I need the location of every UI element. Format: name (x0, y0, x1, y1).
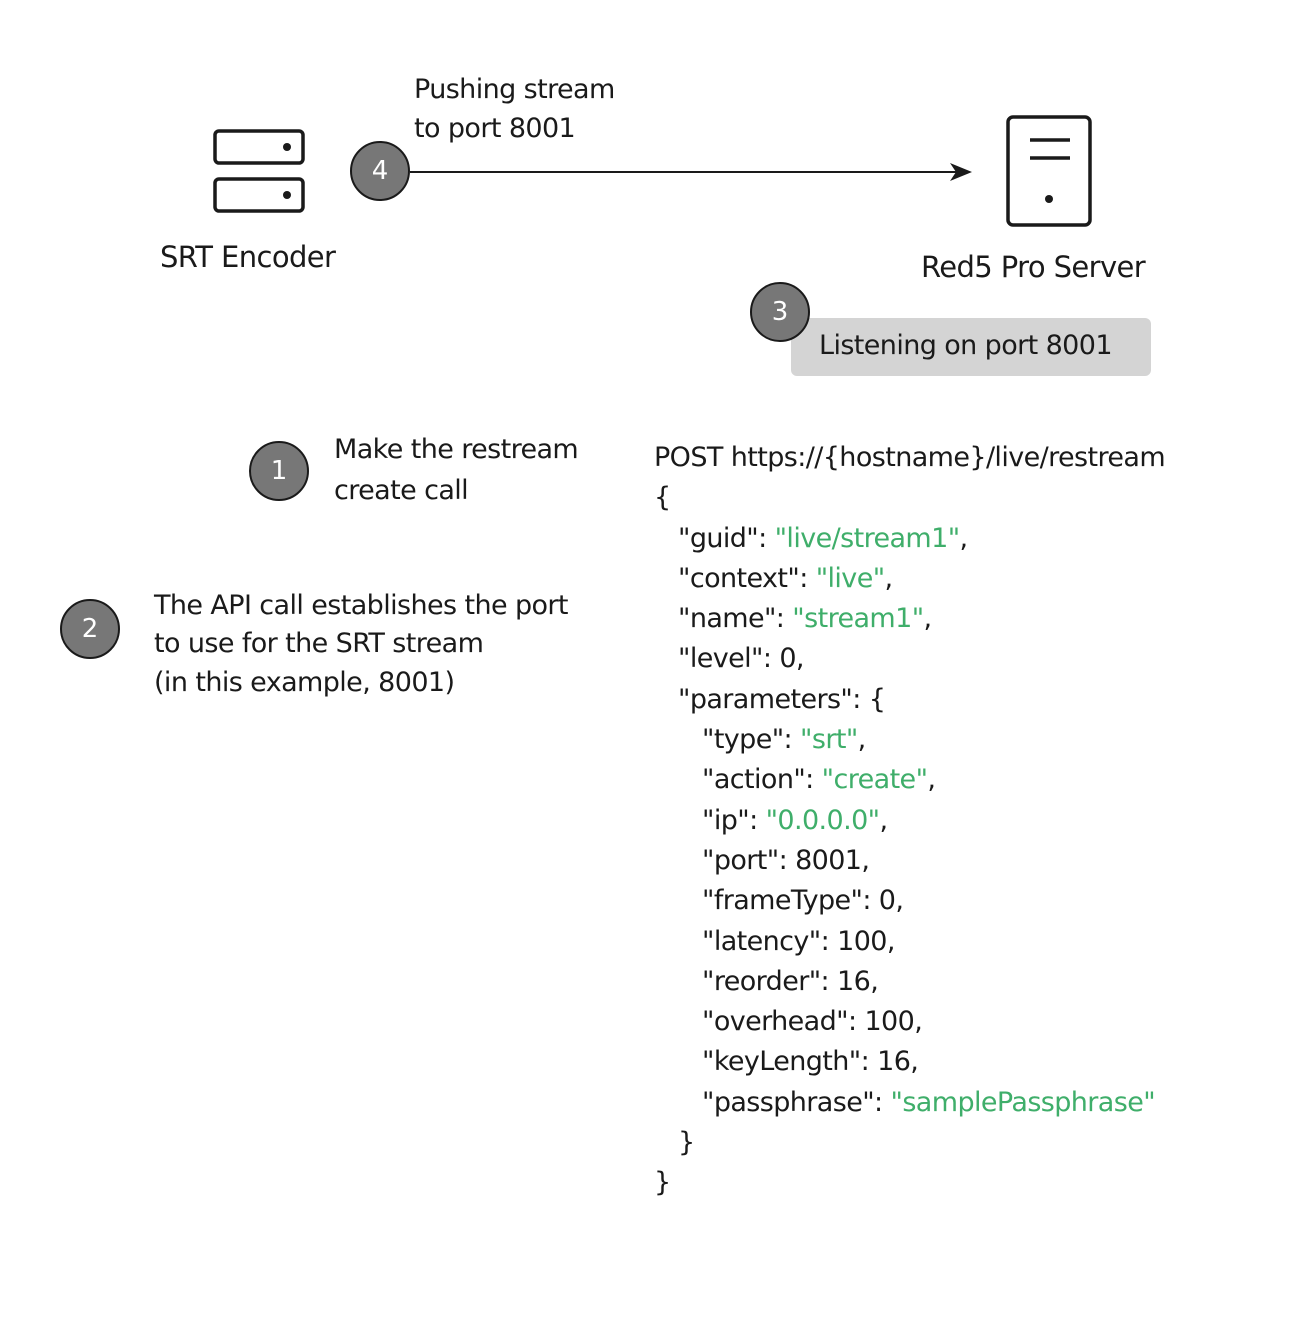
request-field-suffix: , (959, 522, 969, 554)
request-field-value: 8001 (795, 844, 862, 876)
request-field-line: "guid": "live/stream1", (654, 519, 1165, 559)
step-3-badge: 3 (750, 282, 810, 342)
request-field-suffix: , (927, 764, 936, 796)
request-field-line: "level": 0, (654, 639, 1165, 679)
request-field-key: "port": (702, 844, 796, 876)
request-field-key: "context": (678, 562, 816, 594)
request-field-value: "srt" (800, 724, 858, 756)
request-field-line: "ip": "0.0.0.0", (654, 801, 1165, 841)
request-field-suffix: , (914, 1006, 923, 1038)
request-field-key: "level": (678, 643, 780, 675)
request-field-line: "context": "live", (654, 559, 1165, 599)
request-field-line: "action": "create", (654, 760, 1165, 800)
request-field-line: "overhead": 100, (654, 1002, 1165, 1042)
push-arrow (410, 163, 972, 181)
request-field-value: 0 (779, 643, 796, 675)
request-field-key: "reorder": (702, 965, 838, 997)
server-label: Red5 Pro Server (921, 250, 1146, 284)
step-4-badge: 4 (350, 141, 410, 201)
request-field-line: "passphrase": "samplePassphrase" (654, 1083, 1165, 1123)
request-field-value: 100 (864, 1006, 915, 1038)
arrow-label-line-2: to port 8001 (414, 113, 576, 144)
arrow-label-line-1: Pushing stream (414, 74, 615, 105)
request-field-suffix: , (884, 562, 894, 594)
request-field-key: "parameters": { (678, 683, 886, 715)
encoder-label: SRT Encoder (160, 240, 336, 274)
request-code-block: POST https://{hostname}/live/restream { … (654, 438, 1166, 1204)
request-field-key: "action": (702, 764, 822, 796)
server-rack-icon (213, 129, 305, 213)
request-field-key: "passphrase": (702, 1086, 891, 1118)
request-field-line: "reorder": 16, (654, 962, 1165, 1002)
request-field-value: "stream1" (792, 603, 924, 635)
request-field-value: 100 (837, 925, 887, 957)
request-field-suffix: , (886, 925, 896, 957)
request-field-key: "ip": (702, 804, 766, 836)
request-field-suffix: , (923, 603, 933, 635)
request-field-value: 0 (878, 885, 896, 917)
request-field-key: "overhead": (702, 1006, 865, 1038)
request-field-suffix: , (861, 844, 870, 876)
request-field-line: } (654, 1123, 1165, 1163)
request-field-value: "samplePassphrase" (890, 1086, 1156, 1118)
request-field-value: "live" (815, 562, 885, 594)
request-field-line: "name": "stream1", (654, 599, 1165, 639)
step-2-badge: 2 (60, 599, 120, 659)
request-field-line: "frameType": 0, (654, 881, 1165, 921)
listening-box (791, 318, 1151, 376)
listening-label: Listening on port 8001 (819, 330, 1113, 361)
request-field-key: } (678, 1127, 695, 1159)
request-field-key: "type": (702, 724, 801, 756)
request-field-key: "guid": (678, 522, 775, 554)
request-close-brace: } (654, 1167, 671, 1199)
request-field-value: 16 (837, 965, 871, 997)
request-field-key: "frameType": (702, 885, 879, 917)
request-field-value: 16 (877, 1046, 911, 1078)
request-method-line: POST https://{hostname}/live/restream (654, 442, 1166, 473)
request-field-value: "create" (821, 764, 928, 796)
step-2-line-2: to use for the SRT stream (154, 628, 484, 659)
server-tower-icon (1006, 115, 1092, 227)
request-open-brace: { (654, 482, 671, 514)
request-fields: "guid": "live/stream1","context": "live"… (654, 519, 1165, 1164)
request-field-suffix: , (879, 804, 888, 836)
request-field-line: "type": "srt", (654, 720, 1165, 760)
request-field-line: "parameters": { (654, 680, 1165, 720)
step-1-line-2: create call (334, 475, 469, 506)
request-field-line: "latency": 100, (654, 922, 1165, 962)
request-field-suffix: , (870, 965, 879, 997)
step-2-line-1: The API call establishes the port (154, 590, 569, 621)
request-field-line: "port": 8001, (654, 841, 1165, 881)
request-field-value: "live/stream1" (774, 522, 961, 554)
step-1-badge: 1 (249, 441, 309, 501)
request-field-suffix: , (795, 643, 805, 675)
request-field-key: "keyLength": (702, 1046, 878, 1078)
request-field-key: "latency": (702, 925, 838, 957)
request-field-key: "name": (678, 603, 793, 635)
request-field-suffix: , (857, 724, 867, 756)
step-1-line-1: Make the restream (334, 434, 579, 465)
step-2-line-3: (in this example, 8001) (154, 667, 455, 698)
request-field-suffix: , (910, 1046, 919, 1078)
request-field-line: "keyLength": 16, (654, 1042, 1165, 1082)
request-field-value: "0.0.0.0" (765, 804, 881, 836)
request-field-suffix: , (895, 885, 904, 917)
